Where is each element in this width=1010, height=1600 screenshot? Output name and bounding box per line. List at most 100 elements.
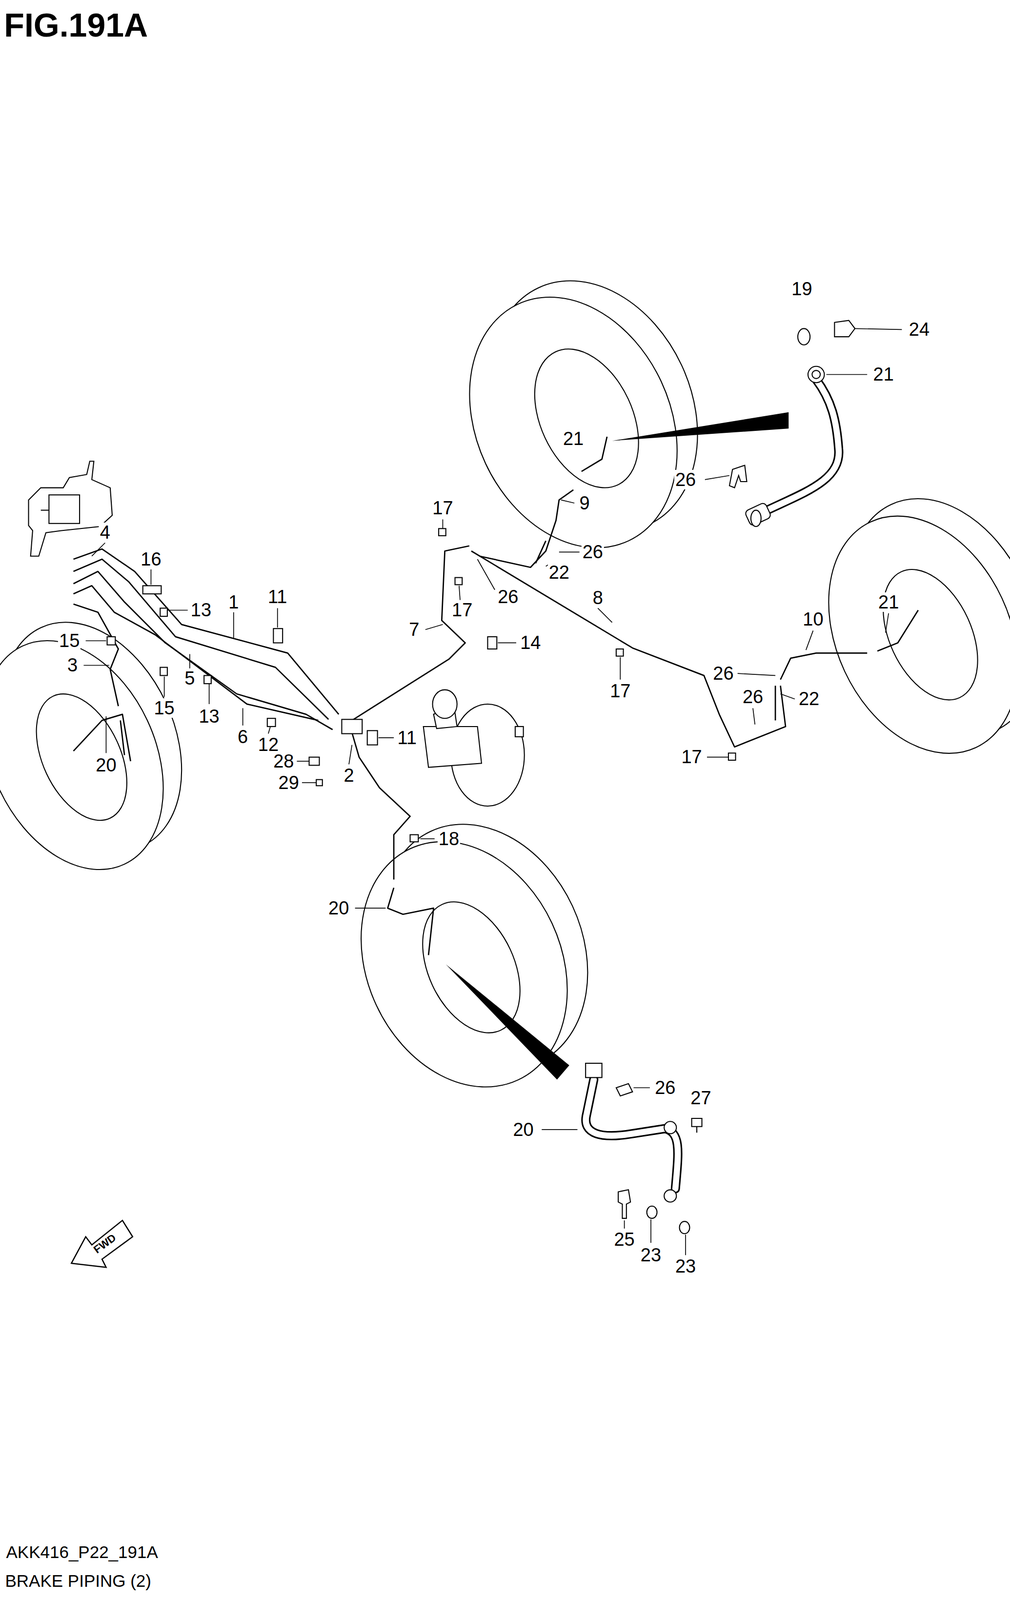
pipe-clip — [267, 718, 276, 727]
detail-hose — [691, 1118, 703, 1133]
wheel — [18, 679, 146, 835]
leader-line — [167, 609, 188, 611]
callout-number: 4 — [99, 522, 112, 543]
leader-line — [854, 328, 902, 330]
leader-line — [597, 607, 612, 623]
wheel — [864, 554, 997, 715]
master-cylinder — [423, 726, 482, 768]
leader-line — [296, 760, 309, 762]
leader-line — [425, 624, 444, 630]
leader-line — [233, 612, 235, 638]
callout-number: 15 — [58, 630, 81, 651]
brake-pipe — [479, 489, 574, 568]
callout-number: 20 — [94, 755, 118, 775]
brake-pipe — [780, 652, 868, 680]
leader-line — [707, 756, 729, 758]
pipe-clip — [487, 636, 497, 649]
detail-hose — [808, 366, 825, 383]
callout-number: 27 — [689, 1088, 712, 1108]
callout-number: 2 — [343, 765, 356, 786]
pipe-clip — [160, 667, 168, 676]
detail-pointer — [612, 412, 789, 442]
pipe-clip — [160, 607, 168, 617]
callout-number: 26 — [741, 686, 765, 707]
callout-number: 3 — [66, 655, 79, 675]
brake-pipe — [387, 887, 434, 955]
master-cylinder — [515, 726, 524, 737]
leader-line — [355, 907, 386, 909]
wheel — [791, 484, 1010, 785]
detail-hose — [664, 1121, 677, 1134]
leader-line — [752, 707, 755, 725]
callout-number: 29 — [277, 772, 301, 793]
pipe-clip — [142, 585, 162, 594]
callout-number: 11 — [396, 727, 418, 748]
callout-number: 9 — [578, 493, 591, 513]
callout-number: 17 — [431, 498, 454, 518]
callout-number: 26 — [581, 542, 605, 562]
callout-number: 7 — [407, 619, 421, 640]
forward-arrow — [71, 1220, 133, 1268]
callout-number: 23 — [674, 1256, 697, 1276]
leader-line — [83, 665, 109, 667]
callout-number: 22 — [547, 562, 571, 583]
brake-pipe — [535, 540, 546, 564]
detail-hose — [750, 510, 762, 527]
abs-unit — [48, 494, 80, 524]
pipe-clip — [341, 719, 363, 734]
leader-line — [91, 543, 105, 557]
leader-line — [442, 519, 444, 529]
detail-hose — [585, 1063, 602, 1078]
pipe-clip — [107, 636, 116, 646]
figure-caption: BRAKE PIPING (2) — [4, 1572, 152, 1590]
leader-line — [806, 630, 814, 650]
callout-number: 26 — [653, 1077, 677, 1098]
detail-hose — [767, 379, 839, 511]
callout-number: 8 — [591, 587, 605, 608]
leader-line — [378, 737, 394, 739]
leader-line — [208, 683, 210, 705]
detail-hose — [616, 1083, 633, 1096]
callout-number: 23 — [639, 1245, 663, 1265]
abs-unit — [40, 509, 50, 511]
brake-pipe — [120, 720, 125, 755]
callout-number: 14 — [519, 632, 542, 653]
leader-line — [541, 1129, 578, 1131]
detail-pointer — [445, 412, 789, 1080]
detail-hose — [811, 370, 821, 379]
figure-code: AKK416_P22_191A — [4, 1542, 159, 1561]
callout-number: 6 — [236, 727, 249, 747]
leader-line — [105, 716, 107, 753]
callout-number: 17 — [680, 747, 703, 767]
callout-number: 21 — [877, 592, 900, 612]
callout-number: 26 — [674, 469, 697, 490]
detail-hose — [834, 320, 855, 337]
detail-hose — [767, 379, 839, 511]
callout-number: 24 — [908, 319, 931, 340]
brake-pipe — [73, 604, 119, 707]
callout-number: 1 — [227, 592, 240, 612]
brake-pipe — [351, 732, 410, 880]
callout-number: 20 — [327, 898, 350, 918]
detail-hose — [744, 502, 772, 527]
pipe-clip — [616, 648, 624, 657]
brake-pipe — [877, 610, 919, 652]
leader-line — [277, 607, 279, 628]
detail-hose — [618, 1189, 631, 1219]
leader-line — [348, 745, 352, 765]
leader-line — [624, 1220, 626, 1229]
callout-number: 21 — [872, 364, 895, 384]
pipe-clip — [273, 628, 283, 643]
leader-line — [163, 676, 165, 697]
brake-pipe — [73, 585, 319, 721]
leader-line — [242, 707, 244, 726]
callout-number: 10 — [801, 609, 825, 629]
brake-pipe — [73, 559, 329, 720]
detail-pointer — [445, 964, 570, 1080]
callout-number: 11 — [266, 586, 288, 607]
callout-number: 26 — [711, 663, 735, 684]
leader-line — [85, 640, 107, 642]
detail-hose — [729, 465, 748, 488]
brake-pipe — [73, 436, 919, 955]
leader-line — [885, 613, 889, 633]
